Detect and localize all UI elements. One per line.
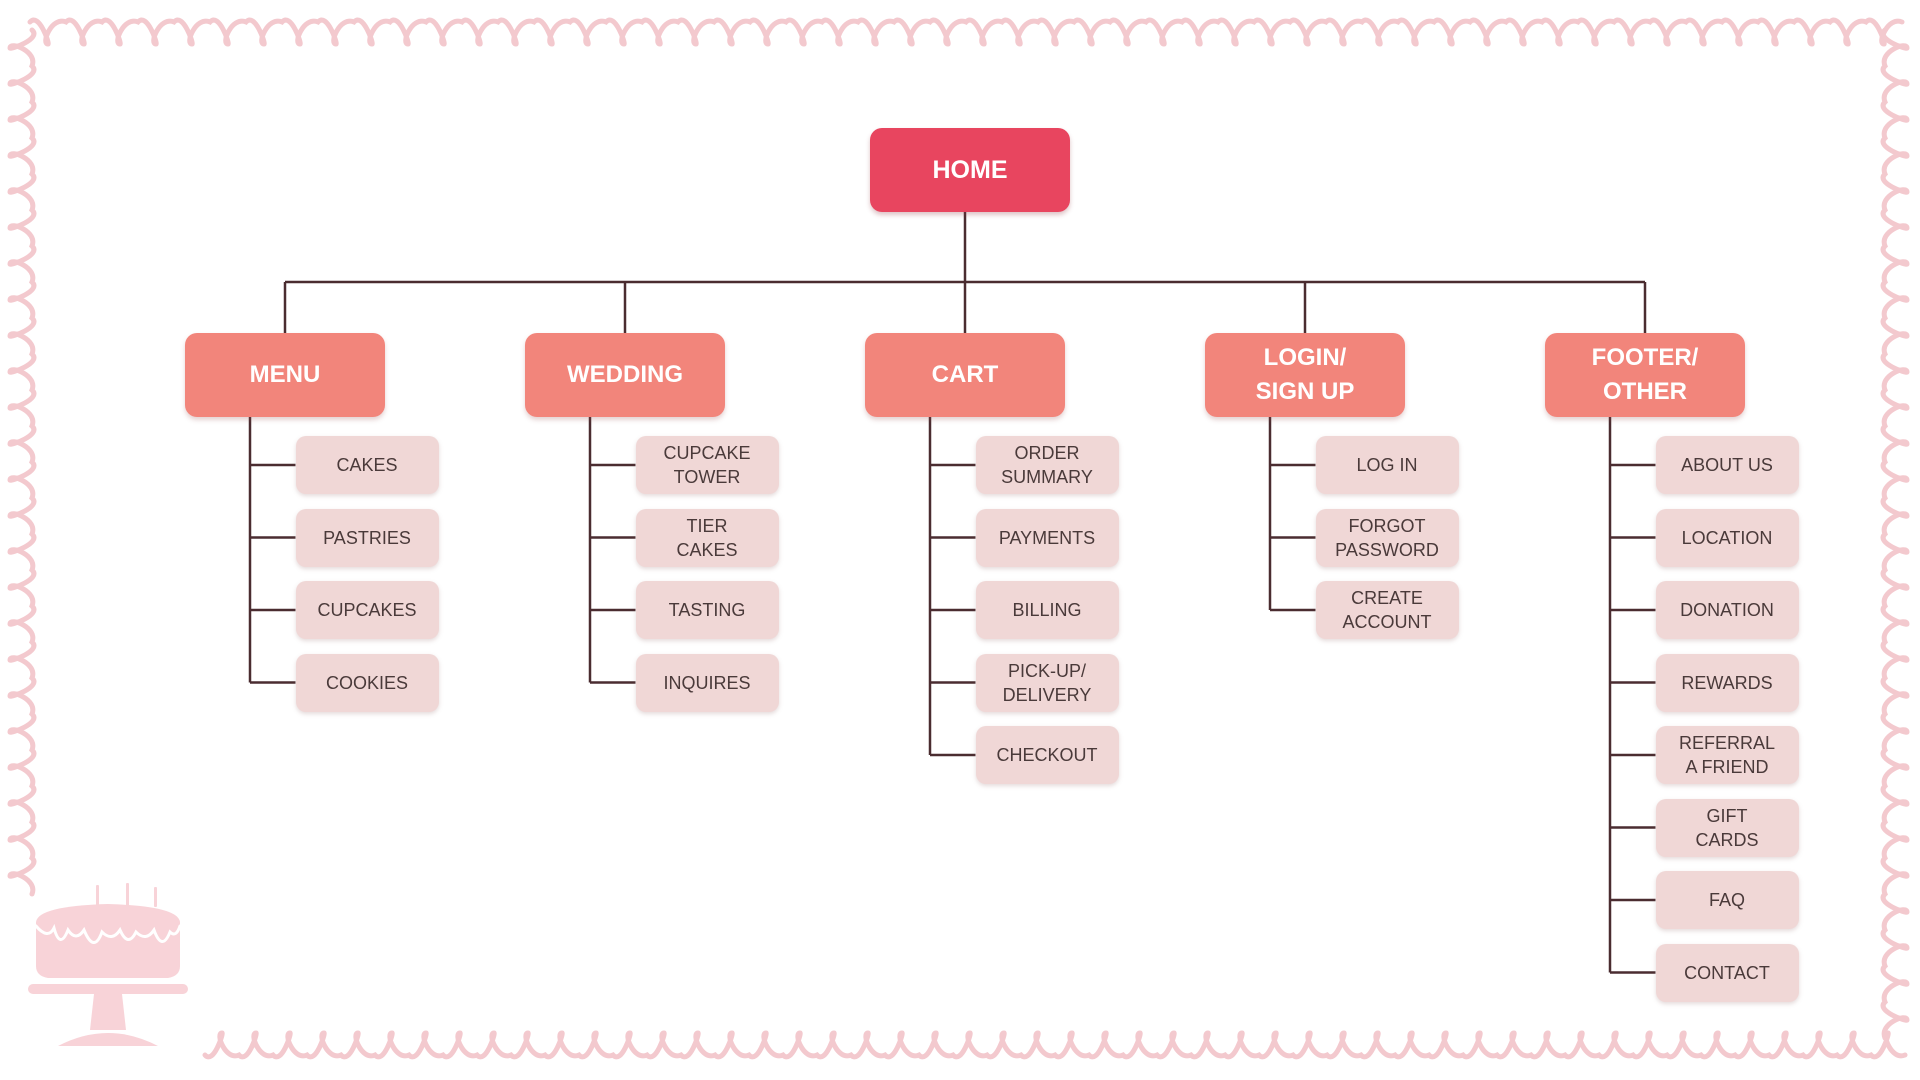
border-right: [1880, 27, 1910, 1041]
border-top: [27, 17, 1905, 47]
border-bottom: [202, 1030, 1908, 1060]
node-item-0-2: CUPCAKES: [295, 581, 439, 639]
node-item-1-1: TIER CAKES: [635, 508, 779, 567]
node-item-2-3: PICK-UP/ DELIVERY: [975, 653, 1119, 712]
node-item-4-3: REWARDS: [1655, 653, 1799, 712]
node-item-2-0: ORDER SUMMARY: [975, 436, 1119, 494]
node-item-3-0: LOG IN: [1315, 436, 1459, 494]
node-item-4-6: FAQ: [1655, 871, 1799, 929]
node-item-2-2: BILLING: [975, 581, 1119, 639]
node-item-3-2: CREATE ACCOUNT: [1315, 581, 1459, 639]
node-item-0-1: PASTRIES: [295, 508, 439, 567]
node-item-0-0: CAKES: [295, 436, 439, 494]
node-home: HOME: [870, 128, 1070, 212]
node-item-1-2: TASTING: [635, 581, 779, 639]
cake-stand-icon: [28, 883, 188, 1046]
node-item-0-3: COOKIES: [295, 653, 439, 712]
node-item-4-4: REFERRAL A FRIEND: [1655, 726, 1799, 784]
node-category-4: FOOTER/ OTHER: [1545, 333, 1745, 417]
node-item-4-5: GIFT CARDS: [1655, 798, 1799, 857]
node-category-2: CART: [865, 333, 1065, 417]
node-item-1-0: CUPCAKE TOWER: [635, 436, 779, 494]
node-item-4-1: LOCATION: [1655, 508, 1799, 567]
node-item-2-4: CHECKOUT: [975, 726, 1119, 784]
node-item-4-7: CONTACT: [1655, 943, 1799, 1002]
border-left: [7, 27, 37, 897]
node-item-4-2: DONATION: [1655, 581, 1799, 639]
node-item-4-0: ABOUT US: [1655, 436, 1799, 494]
node-item-1-3: INQUIRES: [635, 653, 779, 712]
node-item-3-1: FORGOT PASSWORD: [1315, 508, 1459, 567]
node-category-3: LOGIN/ SIGN UP: [1205, 333, 1405, 417]
node-item-2-1: PAYMENTS: [975, 508, 1119, 567]
node-category-1: WEDDING: [525, 333, 725, 417]
node-category-0: MENU: [185, 333, 385, 417]
